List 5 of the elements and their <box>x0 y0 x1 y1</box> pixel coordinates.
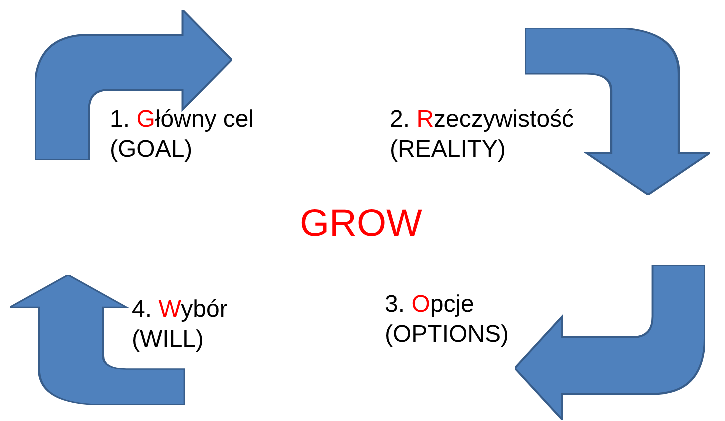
step-label: 2. Rzeczywistość (REALITY) <box>390 105 576 165</box>
step-label: 4. Wybór (WILL) <box>132 295 229 355</box>
step-label: 3. Opcje (OPTIONS) <box>385 290 510 350</box>
model-name: GROW <box>300 203 422 246</box>
step-label: 1. Główny cel (GOAL) <box>110 105 256 165</box>
